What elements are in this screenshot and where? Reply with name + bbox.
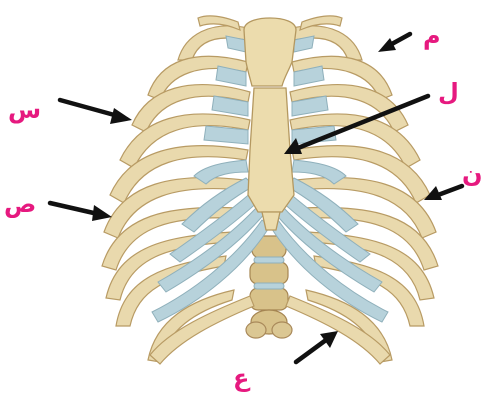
arrow-ain (296, 331, 338, 362)
rib-cage-illustration (102, 16, 438, 364)
left-ribs (102, 26, 270, 364)
label-meem: م (423, 22, 441, 50)
label-lam: ل (438, 78, 459, 106)
arrow-sad (50, 203, 112, 221)
label-sad: ص (4, 190, 36, 218)
sternum (244, 18, 296, 230)
arrow-seen (60, 100, 132, 124)
right-ribs (270, 26, 438, 364)
label-noon: ن (462, 160, 482, 188)
label-seen: س (8, 96, 41, 124)
arrow-meem (378, 34, 410, 52)
label-ain: ع (233, 364, 251, 392)
vertebral-column (246, 236, 292, 338)
